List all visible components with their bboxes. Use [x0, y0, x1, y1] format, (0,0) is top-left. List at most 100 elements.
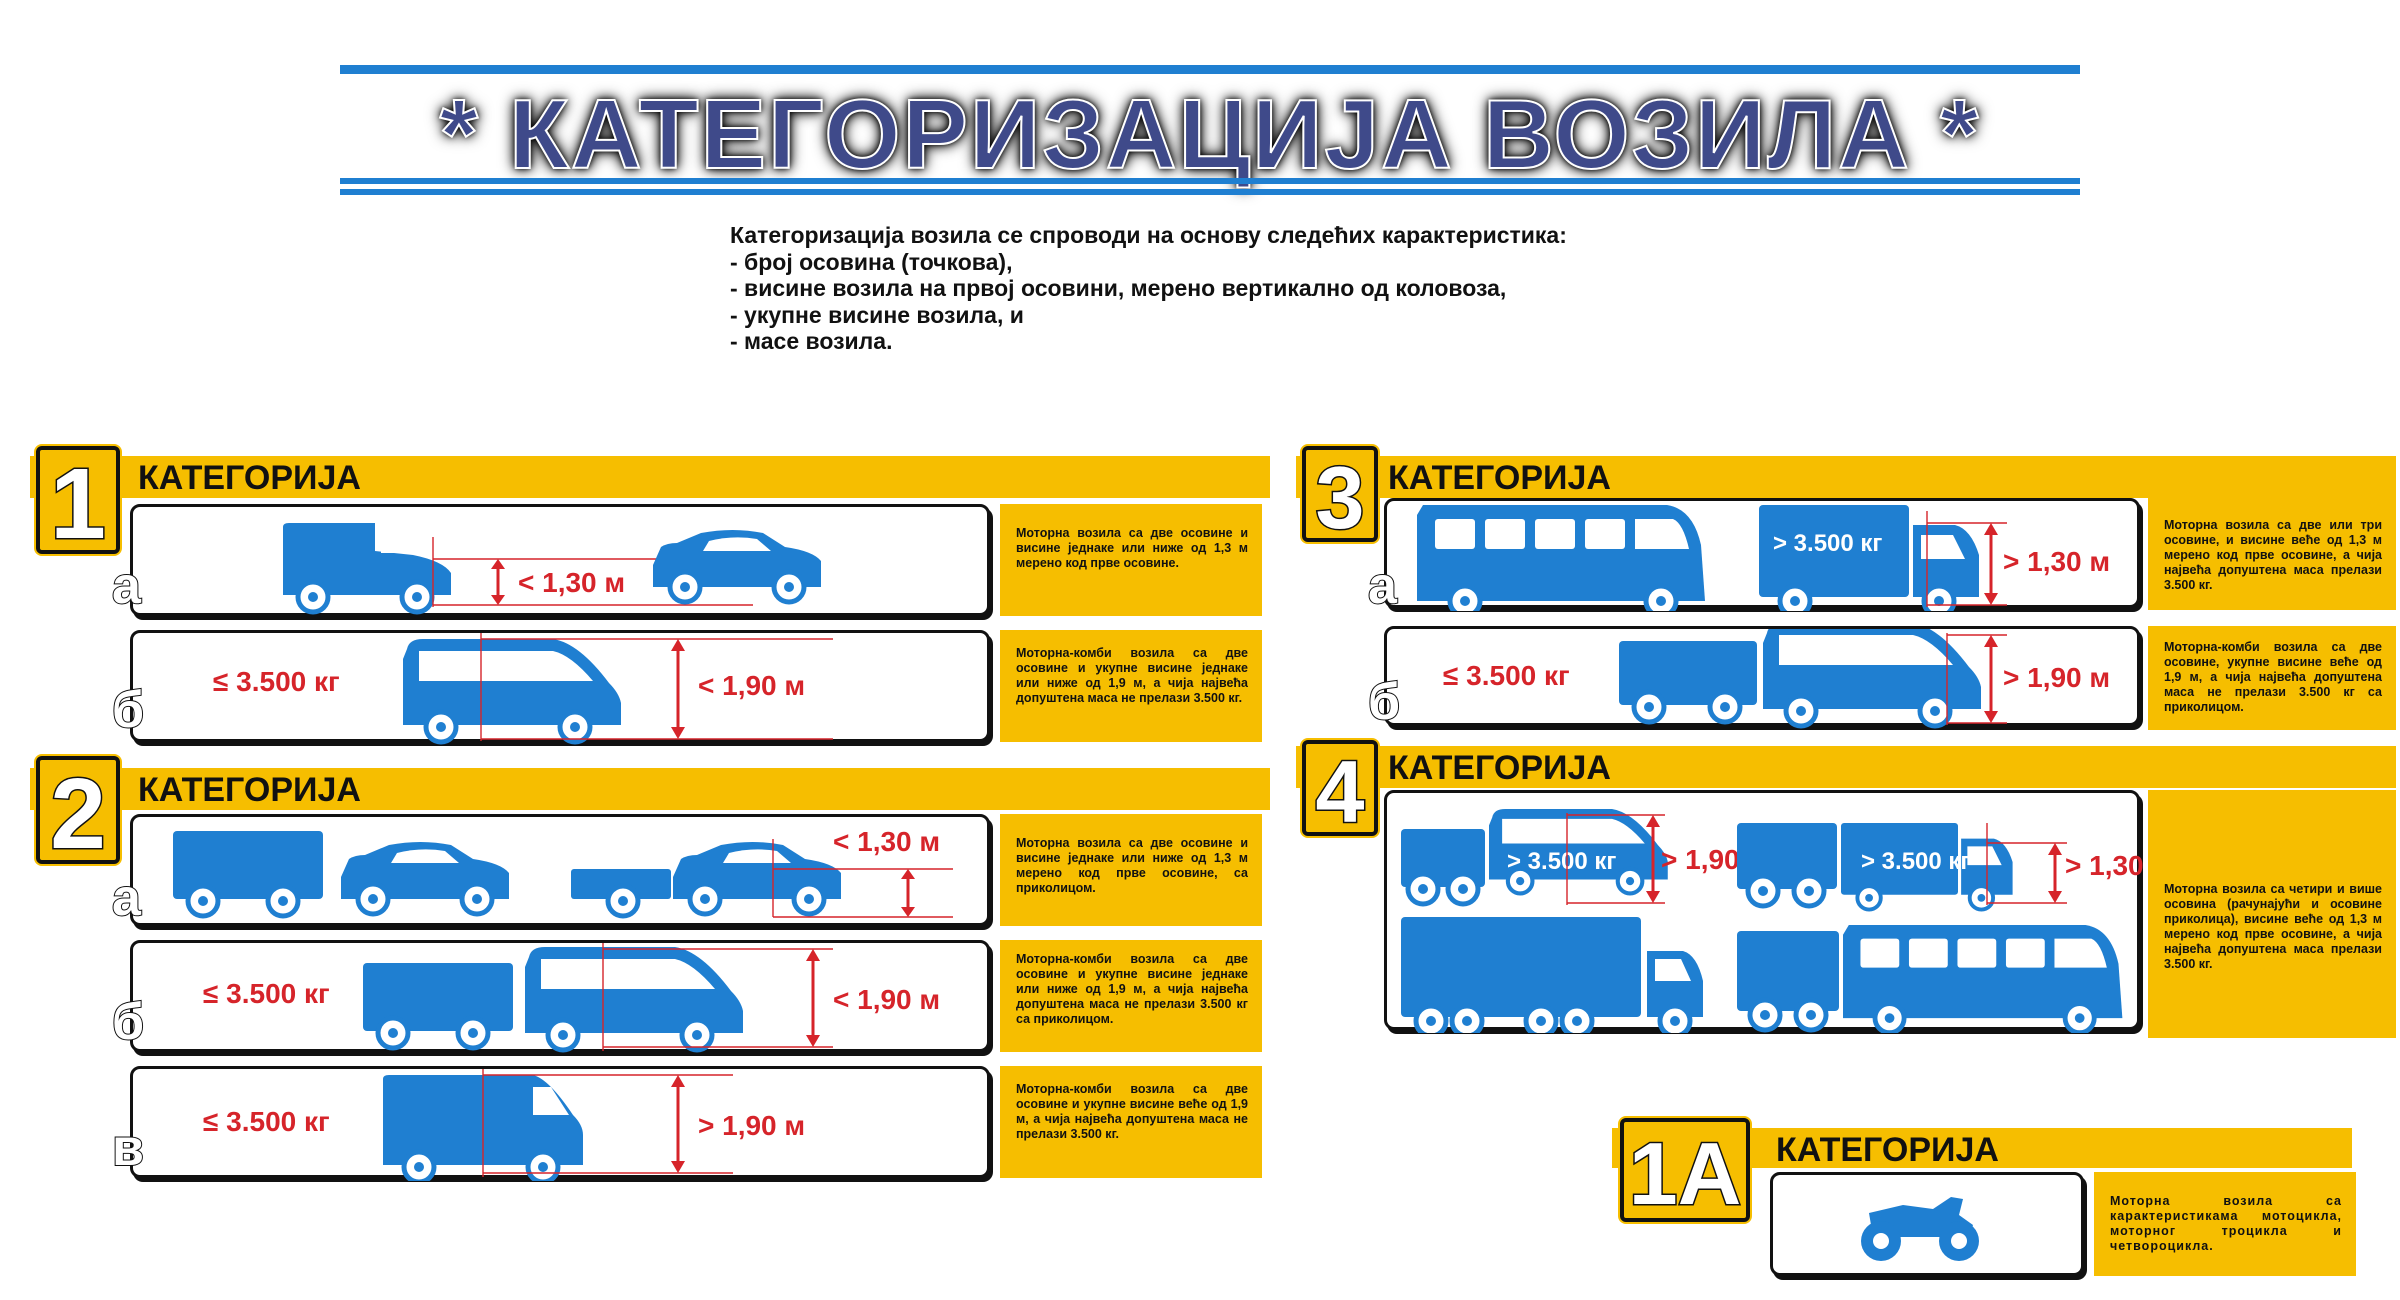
- category-2b-illustration: ≤ 3.500 кг < 1,90 м: [203, 943, 940, 1051]
- minivan-icon: [1763, 629, 1981, 726]
- category-4-illustration: > 3.500 кг > 1,90 м > 3.500 кг > 1,30 м: [1401, 793, 2143, 1033]
- category-3a-height: > 1,30 м: [2003, 546, 2110, 577]
- category-1a-badge: 1А: [1620, 1118, 1750, 1225]
- intro-lead: Категоризација возила се спроводи на осн…: [730, 222, 1567, 248]
- category-2b-panel: ≤ 3.500 кг < 1,90 м: [130, 940, 990, 1052]
- category-2v-letter: в: [111, 1119, 145, 1177]
- arrowhead-up: [671, 1075, 685, 1087]
- category-3a-description: Моторна возила са две или три осовине, и…: [2148, 498, 2396, 610]
- arrowhead-up: [806, 949, 820, 961]
- category-4-label: КАТЕГОРИЈА: [1388, 749, 1611, 787]
- trailer-icon: [173, 831, 323, 916]
- car-icon: [341, 842, 509, 914]
- category-4-number: 4: [1314, 742, 1366, 841]
- category-1-number: 1: [49, 448, 108, 560]
- title-rule-top: [340, 65, 2080, 74]
- category-2v-panel: ≤ 3.500 кг > 1,90 м: [130, 1066, 990, 1178]
- category-2a-height: < 1,30 м: [833, 826, 940, 857]
- arrowhead-down: [491, 595, 505, 605]
- category-4-description: Моторна возила са четири и више осовина …: [2148, 790, 2396, 1038]
- minivan-icon: [525, 947, 743, 1050]
- category-2v-illustration: ≤ 3.500 кг > 1,90 м: [203, 1069, 805, 1181]
- trailer-icon: [1737, 823, 1837, 889]
- category-2v-mass: ≤ 3.500 кг: [203, 1106, 330, 1137]
- wheel-icon: [1794, 876, 1824, 906]
- bus-icon: [1843, 925, 2122, 1033]
- quad-bike-icon: [1861, 1197, 1979, 1261]
- arrowhead-up: [2048, 843, 2062, 855]
- category-3b-height: > 1,90 м: [2003, 662, 2110, 693]
- category-3-label: КАТЕГОРИЈА: [1388, 459, 1611, 497]
- arrowhead-up: [1646, 815, 1660, 827]
- category-4-header: КАТЕГОРИЈА: [1296, 746, 2396, 788]
- category-1b-mass: ≤ 3.500 кг: [213, 666, 340, 697]
- category-1a-motorcycle-panel: [1770, 1172, 2084, 1276]
- wheel-icon: [1796, 1000, 1826, 1030]
- category-3b-description: Моторна-комби возила са две осовине, уку…: [2148, 626, 2396, 730]
- trailer-icon: [1619, 641, 1757, 705]
- wheel-icon: [1448, 874, 1478, 904]
- wheel-icon: [1634, 692, 1664, 722]
- category-3b-illustration: ≤ 3.500 кг > 1,90 м: [1443, 629, 2110, 729]
- category-2-header: КАТЕГОРИЈА: [30, 768, 1270, 810]
- category-1a-label: КАТЕГОРИЈА: [1776, 1131, 1999, 1169]
- arrowhead-up: [491, 559, 505, 569]
- arrowhead-down: [1984, 711, 1998, 723]
- title-banner: * КАТЕГОРИЗАЦИЈА ВОЗИЛА *: [340, 62, 2080, 198]
- category-3-number: 3: [1314, 448, 1366, 547]
- arrowhead-down: [806, 1035, 820, 1047]
- arrowhead-up: [1984, 523, 1998, 535]
- category-2b-letter: б: [111, 993, 145, 1051]
- title-rule-bottom-2: [340, 189, 2080, 195]
- arrowhead-up: [1984, 635, 1998, 647]
- trailer-icon: [1737, 931, 1839, 1011]
- wheel-icon: [1750, 1000, 1780, 1030]
- category-2a-illustration: < 1,30 м: [133, 826, 953, 929]
- wheel-icon: [1710, 692, 1740, 722]
- category-3b-letter: б: [1367, 673, 1401, 731]
- intro-item: - укупне висине возила, и: [730, 301, 1024, 328]
- category-3a-panel: > 3.500 кг > 1,30 м: [1384, 498, 2140, 608]
- category-1-badge: 1: [36, 446, 120, 560]
- car-icon: [673, 842, 841, 914]
- arrowhead-down: [901, 907, 915, 917]
- wheel-icon: [608, 886, 638, 916]
- category-2b-description: Моторна-комби возила са две осовине и ук…: [1000, 940, 1262, 1052]
- big-truck-icon: [1401, 917, 1703, 1033]
- category-4-badge: 4: [1302, 740, 1378, 841]
- category-2v-height: > 1,90 м: [698, 1110, 805, 1141]
- category-4-panel: > 3.500 кг > 1,90 м > 3.500 кг > 1,30 м: [1384, 790, 2143, 1033]
- category-1a-letter: а: [111, 557, 142, 615]
- category-4-left-mass: > 3.500 кг: [1507, 848, 1616, 875]
- category-2a-description: Моторна возила са две осовине и висине ј…: [1000, 814, 1262, 926]
- category-3b-panel: ≤ 3.500 кг > 1,90 м: [1384, 626, 2140, 726]
- category-2-badge: 2: [36, 756, 120, 870]
- arrowhead-down: [671, 727, 685, 739]
- category-4-right-mass: > 3.500 кг: [1861, 848, 1970, 875]
- category-2b-height: < 1,90 м: [833, 984, 940, 1015]
- minivan-icon: [403, 639, 621, 742]
- category-1b-height: < 1,90 м: [698, 670, 805, 701]
- arrowhead-up: [901, 869, 915, 879]
- category-1b-description: Моторна-комби возила са две осовине и ук…: [1000, 630, 1262, 742]
- category-1a-number: 1А: [1627, 1123, 1743, 1225]
- category-2a-panel: < 1,30 м: [130, 814, 990, 926]
- arrowhead-down: [1646, 891, 1660, 903]
- intro-item: - висине возила на првој осовини, мерено…: [730, 275, 1507, 301]
- category-1a-description: Моторна возила са две осовине и висине ј…: [1000, 504, 1262, 616]
- van-icon: [283, 523, 451, 612]
- category-1b-panel: ≤ 3.500 кг < 1,90 м: [130, 630, 990, 742]
- category-1b-illustration: ≤ 3.500 кг < 1,90 м: [213, 633, 833, 745]
- category-3a-illustration: > 3.500 кг > 1,30 м: [1387, 501, 2110, 611]
- arrowhead-down: [1984, 593, 1998, 605]
- wheel-icon: [1408, 874, 1438, 904]
- truck-icon: [1759, 505, 1979, 611]
- category-3a-letter: а: [1367, 557, 1398, 615]
- category-1a-illustration: < 1,30 м: [133, 507, 993, 619]
- category-2-label: КАТЕГОРИЈА: [138, 771, 361, 809]
- category-1b-letter: б: [111, 681, 145, 739]
- page-title: * КАТЕГОРИЗАЦИЈА ВОЗИЛА *: [439, 79, 1981, 189]
- category-3-badge: 3: [1302, 446, 1378, 547]
- category-1a-panel: < 1,30 м: [130, 504, 990, 616]
- wheel-icon: [1748, 876, 1778, 906]
